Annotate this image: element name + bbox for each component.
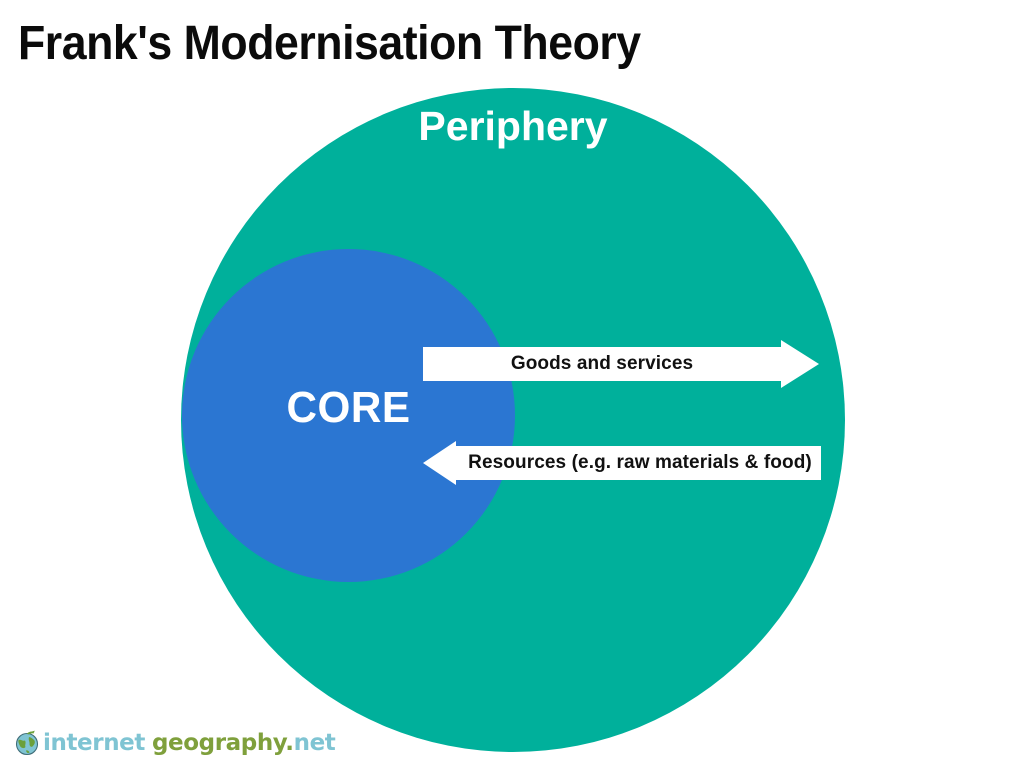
logo-text-internet: internet [43, 730, 145, 756]
globe-icon [15, 730, 39, 756]
resources-arrow: Resources (e.g. raw materials & food) [423, 441, 821, 485]
resources-label: Resources (e.g. raw materials & food) [468, 452, 812, 473]
logo-text-dot: . [285, 730, 294, 756]
periphery-label: Periphery [418, 103, 608, 149]
goods-and-services-arrow: Goods and services [423, 340, 819, 388]
core-circle [182, 249, 515, 582]
arrow-left-icon [423, 441, 821, 485]
goods-and-services-label: Goods and services [510, 353, 694, 374]
logo-text-net: net [293, 730, 336, 756]
arrow-right-icon [423, 340, 819, 388]
logo-text-geography: geography [151, 730, 286, 756]
core-label: CORE [286, 383, 411, 432]
page-title: Frank's Modernisation Theory [18, 17, 641, 70]
